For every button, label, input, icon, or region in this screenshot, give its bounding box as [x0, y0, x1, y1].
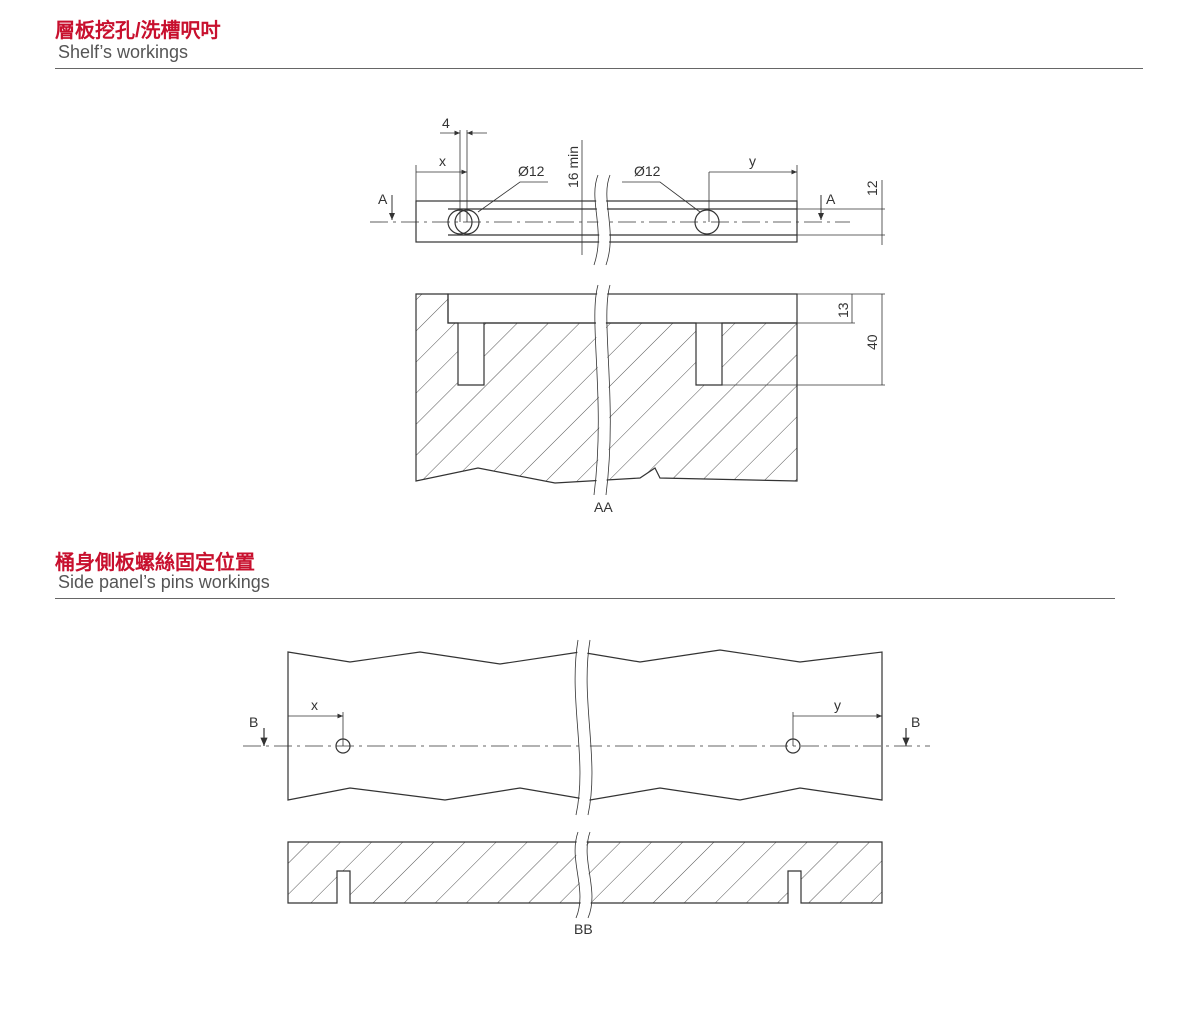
section-mark-a-left: A — [378, 191, 388, 207]
shelf-top-view — [370, 130, 885, 267]
section-mark-b-right: B — [911, 714, 920, 730]
section1-divider — [55, 68, 1143, 69]
dim-40: 40 — [864, 334, 880, 350]
dim-12: 12 — [864, 180, 880, 196]
side-panel-view — [243, 639, 930, 817]
dim-x: x — [439, 153, 446, 169]
section1-title-en: Shelf’s workings — [58, 42, 189, 62]
hole-right-diameter: Ø12 — [634, 163, 661, 179]
section1-title-cn: 層板挖孔/洗槽呎吋 — [55, 20, 221, 42]
dim-y-panel: y — [834, 697, 841, 713]
section-mark-a-right: A — [826, 191, 836, 207]
dim-y: y — [749, 153, 756, 169]
section2-title-en: Side panel’s pins workings — [58, 572, 270, 592]
hole-left-diameter: Ø12 — [518, 163, 545, 179]
dim-13: 13 — [835, 302, 851, 318]
section-bb — [287, 830, 883, 920]
section-mark-b-left: B — [249, 714, 258, 730]
section2-title-cn: 桶身側板螺絲固定位置 — [55, 552, 255, 574]
dim-16min: 16 min — [565, 146, 581, 188]
section-label-bb: BB — [574, 921, 593, 937]
hole-right — [694, 209, 720, 235]
section2-divider — [55, 598, 1115, 599]
dim-4: 4 — [442, 115, 450, 131]
section-aa — [415, 283, 885, 496]
dim-x-panel: x — [311, 697, 318, 713]
section-label-aa: AA — [594, 499, 613, 515]
